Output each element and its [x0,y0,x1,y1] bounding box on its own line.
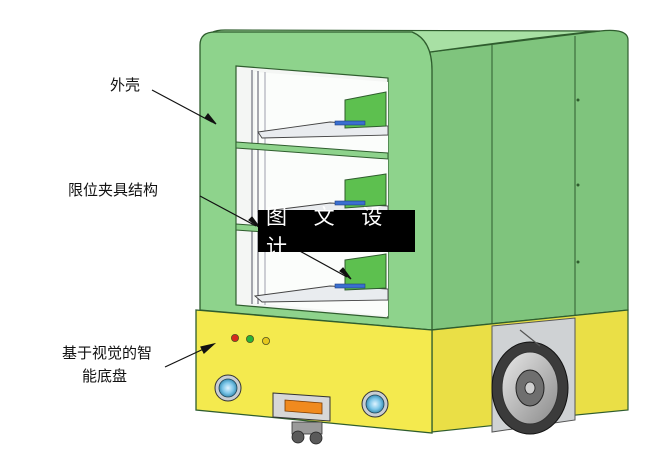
shelf-top [257,91,389,139]
camera-right [361,390,389,418]
side-panel [429,29,629,331]
label-clamp-structure: 限位夹具结构 [68,181,159,199]
watermark-badge: 图 文 设 计 [258,205,415,259]
front-shell [199,31,433,331]
label-chassis-line2: 能底盘 [82,367,128,385]
shelf-bottom [253,253,389,303]
front-slot [272,392,331,422]
drive-wheel [491,329,569,435]
label-chassis-line1: 基于视觉的智 [62,344,153,362]
camera-left [214,374,242,402]
lamp-green [245,334,254,343]
lamp-red [230,333,239,342]
label-shell: 外壳 [110,76,141,94]
front-casters [291,421,323,445]
lamp-yellow [261,336,270,345]
